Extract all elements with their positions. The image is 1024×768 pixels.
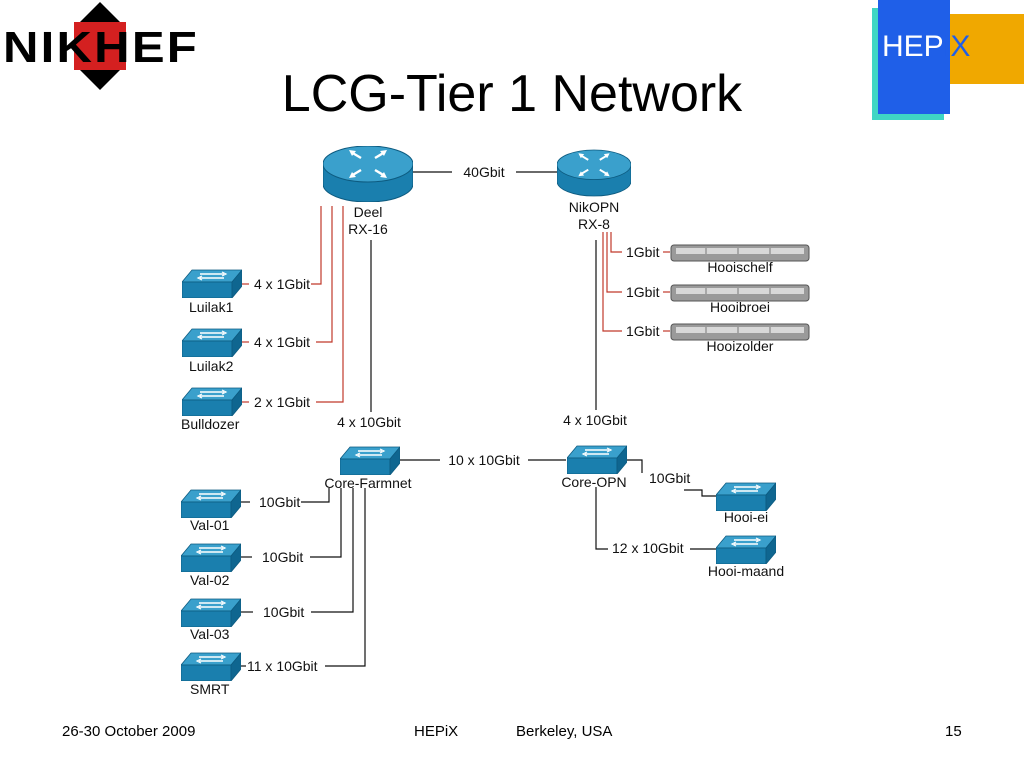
switch-hooi-ei-link: 10Gbit xyxy=(649,470,690,486)
switch-icon xyxy=(181,652,241,681)
smrt-line xyxy=(325,488,366,667)
switch-icon xyxy=(181,598,241,627)
switch-icon xyxy=(340,446,400,475)
switch-luilak2: Luilak2 4 x 1Gbit xyxy=(182,328,310,374)
hooiei-line-a xyxy=(627,459,643,473)
switch-val03: Val-03 10Gbit xyxy=(181,598,304,642)
luilak1-line xyxy=(311,206,322,285)
switch-val02-name: Val-02 xyxy=(190,572,230,588)
server-hooibroei-name: Hooibroei xyxy=(710,299,770,315)
router-link-label: 40Gbit xyxy=(463,164,504,180)
switch-hooi-ei: 10Gbit Hooi-ei xyxy=(649,470,776,525)
hepix-logo-suffix: iX xyxy=(943,30,971,63)
val02-line xyxy=(310,488,342,558)
server-hooizolder-link: 1Gbit xyxy=(626,323,660,339)
switch-smrt-link: 11 x 10Gbit xyxy=(247,658,318,674)
logo-red-block xyxy=(74,22,126,70)
red-links xyxy=(311,206,622,403)
switch-val01-name: Val-01 xyxy=(190,517,230,533)
deel-core-label: 4 x 10Gbit xyxy=(337,414,401,430)
switch-luilak1-name: Luilak1 xyxy=(189,299,234,315)
switch-val02-link: 10Gbit xyxy=(262,549,303,565)
server-hooizolder: 1Gbit Hooizolder xyxy=(626,323,810,354)
switch-hooi-maand-link: 12 x 10Gbit xyxy=(612,540,684,556)
switch-bulldozer-link: 2 x 1Gbit xyxy=(254,394,310,410)
hooibroei-line xyxy=(606,232,622,293)
footer-location: Berkeley, USA xyxy=(516,723,613,740)
hooizolder-line xyxy=(602,232,622,332)
red-link-ticks xyxy=(242,251,670,403)
switch-luilak1-link: 4 x 1Gbit xyxy=(254,276,310,292)
slide-title: LCG-Tier 1 Network xyxy=(281,65,743,123)
black-link-ticks xyxy=(241,501,253,667)
hooiei-line-b xyxy=(684,489,716,497)
switch-hooi-maand: 12 x 10Gbit Hooi-maand xyxy=(612,535,784,579)
router-nikopn-model: RX-8 xyxy=(578,216,610,232)
switch-val03-name: Val-03 xyxy=(190,626,230,642)
footer-page-number: 15 xyxy=(945,723,962,740)
switch-val01-link: 10Gbit xyxy=(259,494,300,510)
switch-hooi-maand-name: Hooi-maand xyxy=(708,563,784,579)
switch-luilak2-name: Luilak2 xyxy=(189,358,234,374)
hepix-logo-prefix: HEP xyxy=(882,30,944,63)
switch-core-opn-name: Core-OPN xyxy=(561,474,626,490)
switch-core-farmnet: Core-Farmnet xyxy=(324,446,412,491)
core-link-label: 10 x 10Gbit xyxy=(448,452,520,468)
opn-core-label: 4 x 10Gbit xyxy=(563,412,627,428)
footer-event: HEPiX xyxy=(414,723,459,740)
router-deel-name: Deel xyxy=(354,204,383,220)
switch-icon xyxy=(716,482,776,511)
router-deel: Deel RX-16 xyxy=(323,146,413,237)
router-icon xyxy=(323,146,413,202)
hepix-logo: HEPiX xyxy=(868,0,1024,125)
server-hooischelf-name: Hooischelf xyxy=(707,259,772,275)
switch-icon xyxy=(181,489,241,518)
black-links xyxy=(301,171,716,667)
server-hooibroei-link: 1Gbit xyxy=(626,284,660,300)
router-deel-model: RX-16 xyxy=(348,221,388,237)
switch-bulldozer-name: Bulldozer xyxy=(181,416,240,432)
switch-val01: Val-01 10Gbit xyxy=(181,489,300,533)
switch-icon xyxy=(182,387,242,416)
switch-hooi-ei-name: Hooi-ei xyxy=(724,509,768,525)
switch-icon xyxy=(181,543,241,572)
switch-icon xyxy=(182,328,242,357)
hooischelf-line xyxy=(610,232,622,253)
switch-luilak1: Luilak1 4 x 1Gbit xyxy=(182,269,310,315)
switch-smrt: SMRT 11 x 10Gbit xyxy=(181,652,318,697)
router-icon xyxy=(557,148,631,198)
switch-val02: Val-02 10Gbit xyxy=(181,543,303,588)
val03-line xyxy=(311,488,354,613)
bulldozer-line xyxy=(316,206,344,403)
switch-icon xyxy=(716,535,776,564)
nikhef-logo: NIKHEF xyxy=(3,2,199,90)
switch-bulldozer: Bulldozer 2 x 1Gbit xyxy=(181,387,310,432)
luilak2-line xyxy=(316,206,333,343)
server-hooischelf: 1Gbit Hooischelf xyxy=(626,244,810,275)
hooimaand-line-a xyxy=(595,487,608,550)
router-nikopn: NikOPN RX-8 xyxy=(557,148,631,232)
server-hooischelf-link: 1Gbit xyxy=(626,244,660,260)
footer-date: 26-30 October 2009 xyxy=(62,723,196,740)
switch-val03-link: 10Gbit xyxy=(263,604,304,620)
val01-line xyxy=(301,488,330,503)
server-hooibroei: 1Gbit Hooibroei xyxy=(626,284,810,315)
switch-smrt-name: SMRT xyxy=(190,681,230,697)
switch-core-farmnet-name: Core-Farmnet xyxy=(324,475,411,491)
server-hooizolder-name: Hooizolder xyxy=(707,338,774,354)
router-nikopn-name: NikOPN xyxy=(569,199,620,215)
switch-core-opn: Core-OPN xyxy=(561,445,627,490)
switch-icon xyxy=(182,269,242,298)
switch-luilak2-link: 4 x 1Gbit xyxy=(254,334,310,350)
logo-nikhef-text: NIKHEF xyxy=(3,23,199,72)
switch-icon xyxy=(567,445,627,474)
